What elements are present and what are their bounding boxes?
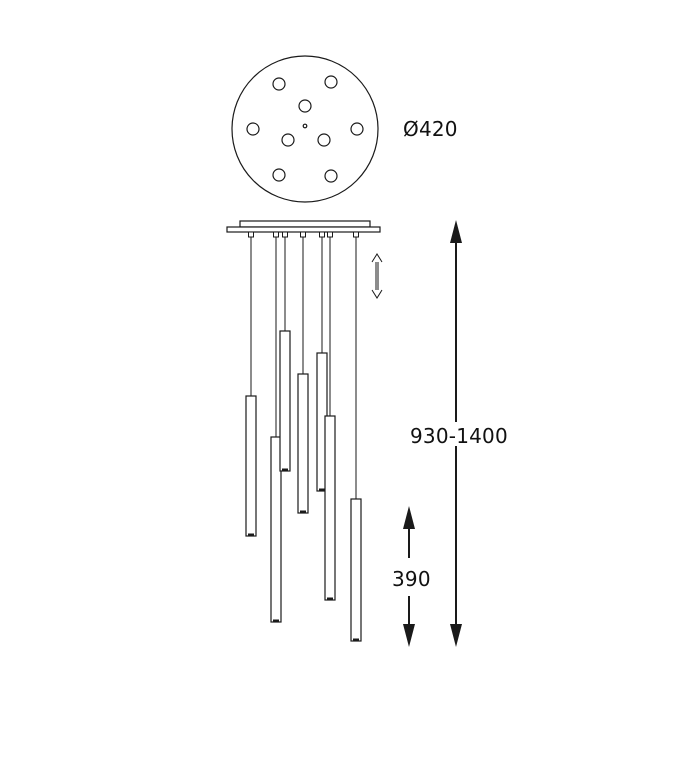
canopy-side-view [226, 220, 381, 233]
pendant-tube [245, 395, 257, 537]
height-dimension-arrow [450, 220, 462, 647]
pendant-tube [297, 373, 309, 514]
tube-length-label: 390 [392, 567, 431, 591]
cable-connector [248, 231, 254, 238]
tube-dimension-arrow [403, 506, 415, 647]
pendant-tube [350, 498, 362, 642]
canopy-hole [272, 168, 286, 182]
canopy-base [239, 220, 371, 228]
diameter-label: Ø420 [403, 117, 458, 141]
canopy-hole [324, 75, 338, 89]
cable-connector [327, 231, 333, 238]
cable-connector [300, 231, 306, 238]
canopy-hole [324, 169, 338, 183]
pendant-tube [279, 330, 291, 472]
double-arrow-vertical-icon [371, 253, 383, 299]
canopy-hole [246, 122, 260, 136]
cable-connector [273, 231, 279, 238]
cable-connector [353, 231, 359, 238]
canopy-top-view [231, 55, 379, 203]
canopy-circle [231, 55, 379, 203]
pendant-tube [270, 436, 282, 623]
canopy-hole [298, 99, 312, 113]
pendant-tube [324, 415, 336, 601]
height-label: 930-1400 [410, 424, 508, 448]
pendant-group [245, 231, 362, 642]
canopy-plate [226, 226, 381, 233]
canopy-hole [317, 133, 331, 147]
cable-connector [282, 231, 288, 238]
cable-connector [319, 231, 325, 238]
canopy-hole [350, 122, 364, 136]
canopy-hole [281, 133, 295, 147]
canopy-center-hole [302, 123, 308, 129]
canopy-hole [272, 77, 286, 91]
